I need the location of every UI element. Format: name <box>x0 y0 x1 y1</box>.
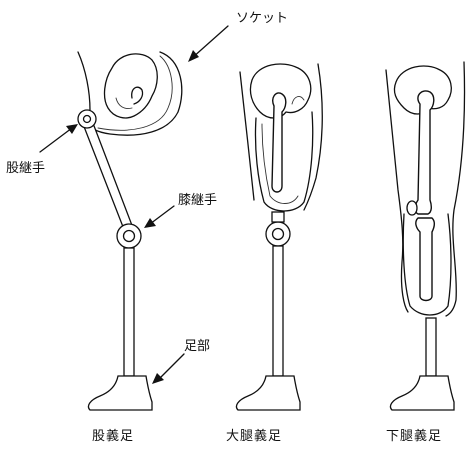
tt-body-outline-right <box>446 62 465 316</box>
foot-pointer-head <box>152 373 164 384</box>
caption-hip-prosthesis: 股義足 <box>92 430 134 443</box>
caption-transtibial-prosthesis: 下腿義足 <box>386 430 442 443</box>
hip-joint-pointer-head <box>66 124 78 134</box>
tf-pelvis-detail <box>292 97 304 104</box>
hip-body-outline <box>86 52 182 135</box>
knee-joint-label: 膝継手 <box>178 194 217 207</box>
foot-3 <box>390 376 454 410</box>
tt-patella <box>407 201 417 215</box>
hip-pelvis-notch <box>132 87 143 104</box>
foot-2 <box>236 376 300 410</box>
foot-pointer-line <box>158 354 184 380</box>
tt-femur <box>415 91 434 214</box>
tf-knee-connector <box>272 212 284 222</box>
shank-pylon-2 <box>273 246 283 376</box>
foot-1 <box>88 376 152 410</box>
caption-transfemoral-prosthesis: 大腿義足 <box>226 430 282 443</box>
socket-pointer-line <box>192 26 228 58</box>
shank-pylon-3 <box>426 318 436 376</box>
knee-joint-pointer-line <box>150 206 174 224</box>
hip-joint-pointer-line <box>40 128 72 152</box>
tt-tibia <box>416 218 434 301</box>
hip-joint-label: 股継手 <box>6 162 45 175</box>
hip-joint-pin <box>84 116 91 123</box>
tf-body-outline-left <box>240 72 254 200</box>
transtibial-prosthesis-figure <box>386 62 465 410</box>
hip-socket-inner-wall <box>98 56 172 130</box>
knee-joint-pointer-head <box>144 218 156 228</box>
hip-socket-left-edge <box>78 52 90 110</box>
socket-label: ソケット <box>236 12 288 25</box>
knee-joint-pin-2 <box>273 229 284 240</box>
knee-joint-pin-1 <box>124 231 135 242</box>
shank-pylon-1 <box>124 248 134 376</box>
foot-label: 足部 <box>184 340 210 353</box>
socket-pointer-head <box>188 50 199 62</box>
transfemoral-prosthesis-figure <box>236 64 322 410</box>
hip-pelvis-detail <box>116 98 132 109</box>
tf-femur-stub <box>272 93 286 192</box>
